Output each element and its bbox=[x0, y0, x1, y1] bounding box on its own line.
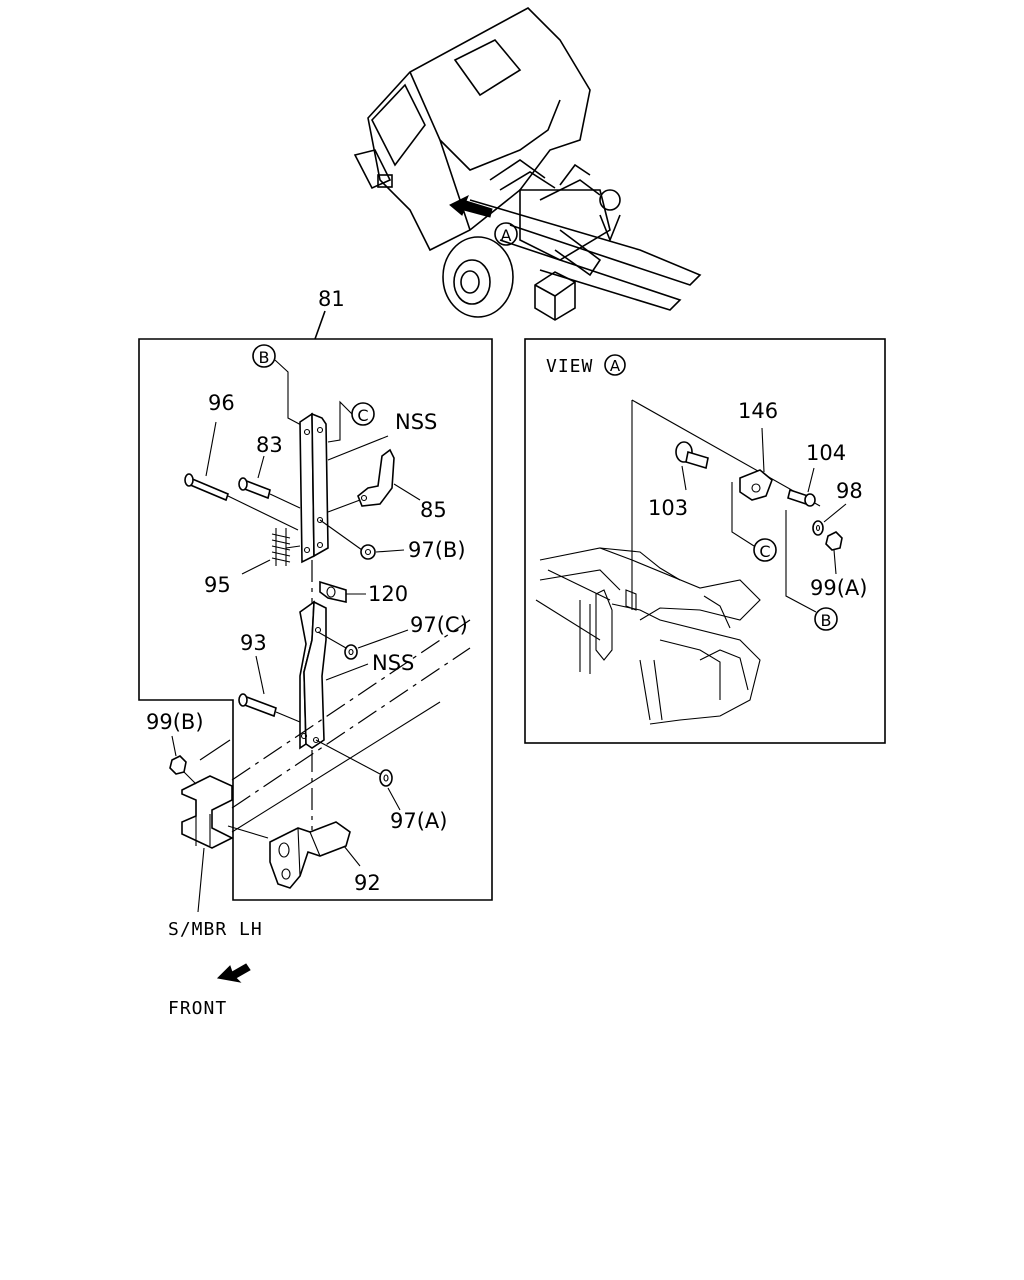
washer-97b: 97(B) bbox=[319, 519, 466, 562]
pin-93: 93 bbox=[238, 631, 301, 723]
front-indicator: FRONT bbox=[168, 963, 251, 1019]
bolt-96: 96 bbox=[184, 391, 299, 531]
label-97b: 97(B) bbox=[408, 538, 466, 562]
label-83: 83 bbox=[256, 433, 283, 457]
label-front: FRONT bbox=[168, 998, 227, 1019]
label-96: 96 bbox=[208, 391, 235, 415]
bolt-104: 104 bbox=[787, 441, 846, 507]
svg-text:B: B bbox=[821, 611, 832, 630]
bracket-146: 146 bbox=[731, 399, 778, 547]
callout-c-left: C bbox=[327, 400, 375, 443]
label-120: 120 bbox=[368, 582, 408, 606]
side-member-rail bbox=[199, 619, 471, 833]
spring-95: 95 bbox=[204, 528, 301, 597]
label-smbr-lh: S/MBR LH bbox=[168, 919, 263, 940]
label-99a: 99(A) bbox=[810, 576, 867, 600]
callout-b-left: B bbox=[252, 344, 304, 427]
nut-99a: 99(A) bbox=[810, 531, 867, 600]
clip-120: 120 bbox=[319, 580, 408, 606]
lower-bracket bbox=[299, 600, 327, 750]
svg-text:B: B bbox=[259, 348, 270, 367]
svg-text:A: A bbox=[501, 226, 512, 245]
bolt-103: 103 bbox=[648, 441, 709, 520]
side-member-lh: S/MBR LH bbox=[168, 775, 263, 940]
view-a-frame: VIEW A bbox=[524, 338, 886, 744]
assembly-81-frame: 81 bbox=[138, 287, 493, 901]
label-99b: 99(B) bbox=[146, 710, 204, 734]
svg-text:C: C bbox=[357, 406, 368, 425]
label-85: 85 bbox=[420, 498, 447, 522]
truck-illustration: A bbox=[353, 7, 702, 321]
label-nss-upper: NSS bbox=[395, 410, 437, 434]
label-92: 92 bbox=[354, 871, 381, 895]
label-146: 146 bbox=[738, 399, 778, 423]
svg-text:C: C bbox=[759, 542, 770, 561]
callout-a-view bbox=[604, 354, 626, 376]
label-97a: 97(A) bbox=[390, 809, 447, 833]
callout-b-right: B bbox=[785, 510, 838, 631]
label-81: 81 bbox=[318, 287, 345, 311]
washer-98: 98 bbox=[812, 479, 863, 536]
label-97c: 97(C) bbox=[410, 613, 468, 637]
callout-a-top: A bbox=[494, 222, 518, 246]
label-98: 98 bbox=[836, 479, 863, 503]
washer-97a: 97(A) bbox=[315, 739, 447, 833]
label-104: 104 bbox=[806, 441, 846, 465]
bracket-85: 85 bbox=[327, 448, 447, 522]
nut-99b: 99(B) bbox=[146, 710, 204, 785]
svg-text:A: A bbox=[610, 357, 621, 375]
label-95: 95 bbox=[204, 573, 231, 597]
upper-bracket bbox=[299, 412, 329, 564]
arrow-left-icon bbox=[449, 194, 493, 218]
bracket-92: 92 bbox=[227, 821, 381, 895]
label-103: 103 bbox=[648, 496, 688, 520]
callout-c-right: C bbox=[753, 538, 777, 562]
washer-97c: 97(C) bbox=[317, 613, 468, 660]
arrow-down-left-icon bbox=[216, 963, 251, 983]
label-view: VIEW bbox=[546, 356, 593, 377]
label-93: 93 bbox=[240, 631, 267, 655]
view-frame-structure bbox=[535, 399, 821, 725]
pin-83: 83 bbox=[238, 433, 301, 509]
